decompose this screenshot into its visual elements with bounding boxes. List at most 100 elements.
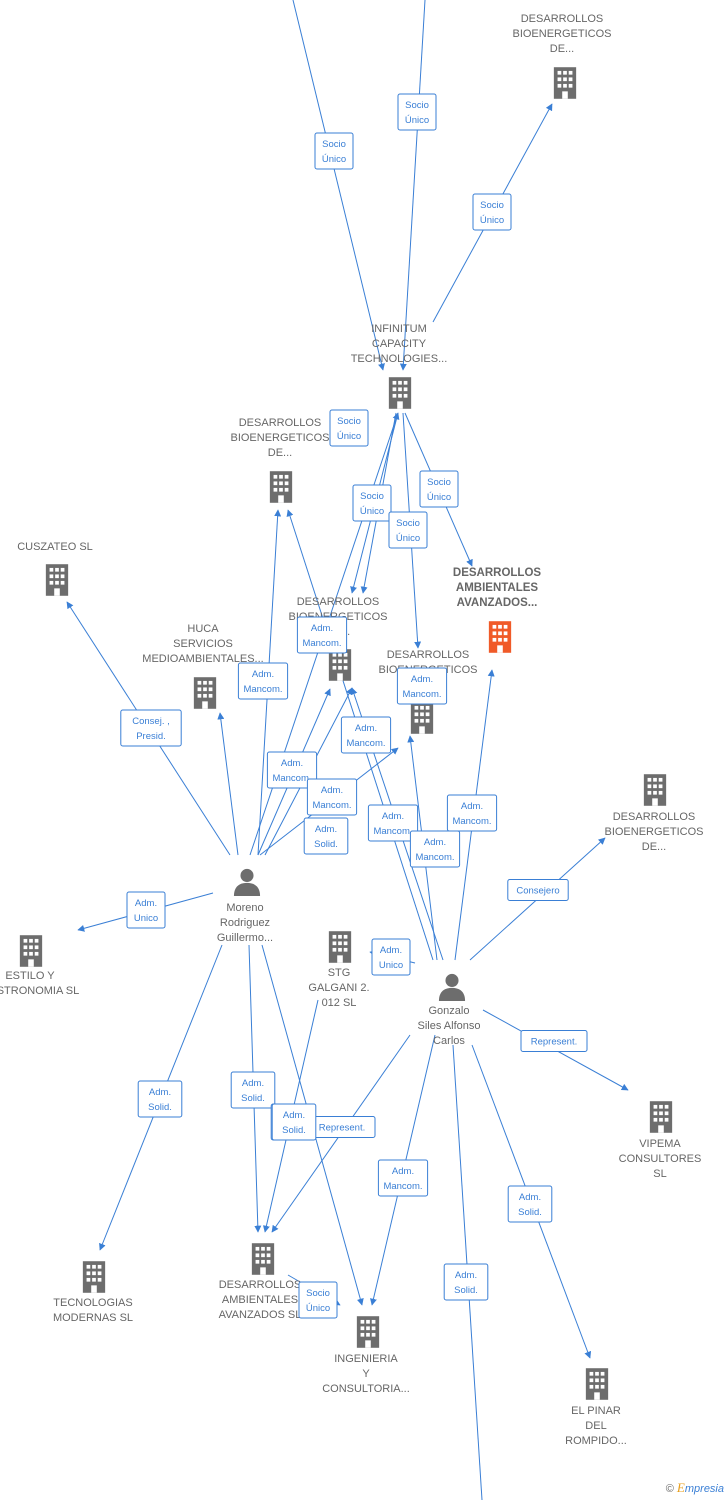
edge-label[interactable]: Adm.Mancom.: [377, 1159, 429, 1197]
edge-label[interactable]: Adm.Solid.: [443, 1263, 489, 1301]
node-label[interactable]: DEL: [585, 1420, 606, 1432]
node-label[interactable]: 012 SL: [322, 997, 357, 1009]
node-label[interactable]: Carlos: [433, 1035, 465, 1047]
edge-label-box[interactable]: [120, 709, 182, 747]
node-label[interactable]: MEDIOAMBIENTALES...: [142, 653, 263, 665]
edge-label-box[interactable]: [472, 193, 512, 231]
edge-label[interactable]: Consejero: [507, 879, 569, 901]
node-label[interactable]: VIPEMA: [639, 1138, 681, 1150]
node-label[interactable]: CAPACITY: [372, 338, 427, 350]
node-desbio_top[interactable]: DESARROLLOSBIOENERGETICOSDE...: [512, 13, 612, 99]
edge-label-box[interactable]: [237, 662, 289, 700]
node-desamb_hl[interactable]: DESARROLLOSAMBIENTALESAVANZADOS...: [453, 567, 542, 653]
edge-label-box[interactable]: [396, 667, 448, 705]
building-icon[interactable]: [585, 1368, 609, 1400]
edge-label[interactable]: Adm.Mancom.: [396, 667, 448, 705]
node-label[interactable]: ESTILO Y: [5, 970, 55, 982]
edge-label[interactable]: Adm.Unico: [371, 938, 411, 976]
edge-label[interactable]: Adm.Mancom.: [306, 778, 358, 816]
node-label[interactable]: INGENIERIA: [334, 1353, 398, 1365]
building-icon[interactable]: [251, 1243, 275, 1275]
node-label[interactable]: DESARROLLOS: [239, 417, 322, 429]
node-huca[interactable]: HUCASERVICIOSMEDIOAMBIENTALES...: [142, 623, 264, 709]
node-estilo[interactable]: ESTILO YGASTRONOMIA SL: [0, 935, 79, 997]
edge-label-box[interactable]: [397, 93, 437, 131]
edge-label[interactable]: Adm.Solid.: [230, 1071, 276, 1109]
edge-label-box[interactable]: [409, 830, 461, 868]
node-label[interactable]: AVANZADOS SL: [219, 1309, 302, 1321]
edge-label-box[interactable]: [296, 616, 348, 654]
edge-label[interactable]: Adm.Solid.: [271, 1103, 317, 1141]
person-icon[interactable]: [438, 973, 466, 1001]
node-label[interactable]: AVANZADOS...: [457, 597, 538, 609]
node-label[interactable]: HUCA: [187, 623, 219, 635]
node-label[interactable]: BIOENERGETICOS: [604, 826, 703, 838]
edge-label[interactable]: Consej. ,Presid.: [120, 709, 182, 747]
edge-label-box[interactable]: [446, 794, 498, 832]
edge-label-box[interactable]: [137, 1080, 183, 1118]
node-label[interactable]: TECNOLOGIAS: [53, 1297, 132, 1309]
building-icon[interactable]: [328, 649, 352, 681]
node-label[interactable]: Rodriguez: [220, 917, 270, 929]
node-label[interactable]: ROMPIDO...: [565, 1435, 627, 1447]
node-label[interactable]: AMBIENTALES: [222, 1294, 298, 1306]
node-desbio_mid[interactable]: DESARROLLOSBIOENERGETICOSDE...: [230, 417, 330, 503]
node-ingenieria[interactable]: INGENIERIAYCONSULTORIA...: [322, 1316, 410, 1395]
node-label[interactable]: STG: [328, 967, 351, 979]
node-label[interactable]: SL: [653, 1168, 666, 1180]
node-label[interactable]: TECHNOLOGIES...: [351, 353, 448, 365]
edge-label-box[interactable]: [419, 470, 459, 508]
building-icon[interactable]: [356, 1316, 380, 1348]
edge-label[interactable]: Represent.: [520, 1030, 588, 1052]
node-label[interactable]: AMBIENTALES: [456, 582, 539, 594]
building-icon[interactable]: [488, 621, 512, 653]
edge-label[interactable]: Adm.Solid.: [303, 817, 349, 855]
edge-label-box[interactable]: [306, 778, 358, 816]
node-label[interactable]: Siles Alfonso: [418, 1020, 481, 1032]
node-label[interactable]: CONSULTORIA...: [322, 1383, 410, 1395]
edge-label-box[interactable]: [329, 409, 369, 447]
edge-label[interactable]: Represent.: [308, 1116, 376, 1138]
building-icon[interactable]: [649, 1101, 673, 1133]
node-label[interactable]: DESARROLLOS: [219, 1279, 302, 1291]
node-label[interactable]: DESARROLLOS: [613, 811, 696, 823]
edge-label-box[interactable]: [520, 1030, 588, 1052]
building-icon[interactable]: [45, 564, 69, 596]
edge-label[interactable]: Adm.Solid.: [137, 1080, 183, 1118]
edge-label-box[interactable]: [507, 879, 569, 901]
node-cuszateo[interactable]: CUSZATEO SL: [17, 541, 93, 596]
node-infinitum[interactable]: INFINITUMCAPACITYTECHNOLOGIES...: [351, 323, 448, 409]
edge-label[interactable]: Adm.Mancom.: [367, 804, 419, 842]
edge-label-box[interactable]: [352, 484, 392, 522]
edge-label-box[interactable]: [303, 817, 349, 855]
node-label[interactable]: DESARROLLOS: [521, 13, 604, 25]
node-label[interactable]: DE...: [268, 447, 292, 459]
edge-label[interactable]: Adm.Unico: [126, 891, 166, 929]
building-icon[interactable]: [643, 774, 667, 806]
node-label[interactable]: DESARROLLOS: [297, 596, 380, 608]
node-desbio_right[interactable]: DESARROLLOSBIOENERGETICOSDE...: [604, 774, 704, 853]
edge-label-box[interactable]: [314, 132, 354, 170]
building-icon[interactable]: [82, 1261, 106, 1293]
node-elpinar[interactable]: EL PINAR DEL ROMPIDO...: [565, 1368, 627, 1447]
node-moreno[interactable]: MorenoRodriguezGuillermo...: [217, 868, 273, 944]
building-icon[interactable]: [19, 935, 43, 967]
person-icon[interactable]: [233, 868, 261, 896]
edge-label-box[interactable]: [271, 1103, 317, 1141]
building-icon[interactable]: [269, 471, 293, 503]
edge-label-box[interactable]: [298, 1281, 338, 1319]
building-icon[interactable]: [410, 702, 434, 734]
node-label[interactable]: EL PINAR: [571, 1405, 621, 1417]
edge-label-box[interactable]: [507, 1185, 553, 1223]
edge-label-box[interactable]: [340, 716, 392, 754]
building-icon[interactable]: [193, 677, 217, 709]
edge-label[interactable]: Adm.Mancom.: [237, 662, 289, 700]
